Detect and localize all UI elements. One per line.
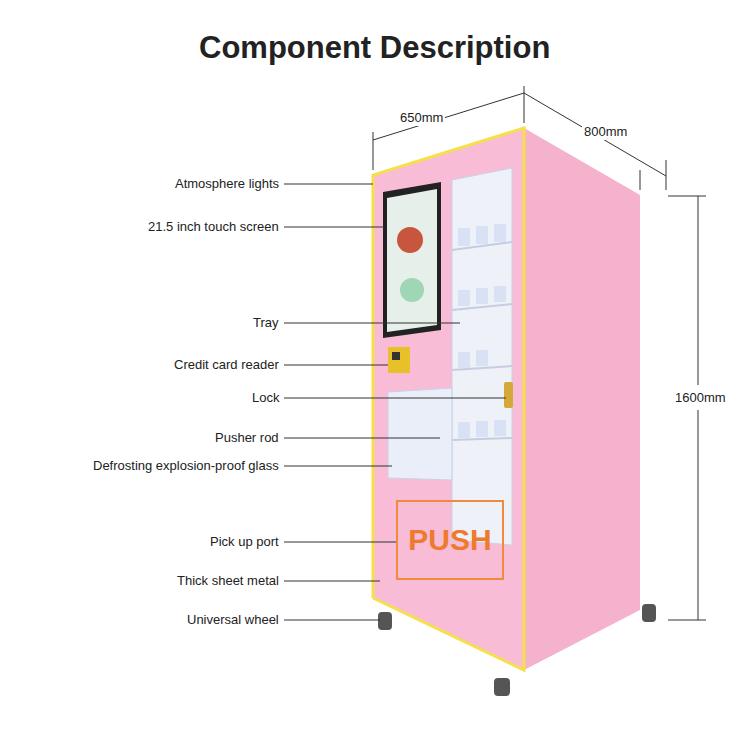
- push-text: PUSH: [408, 523, 491, 557]
- dimension-label: 1600mm: [673, 390, 728, 406]
- dimension-label: 650mm: [398, 110, 445, 126]
- lock: [504, 382, 513, 408]
- credit-card-reader: [388, 347, 410, 373]
- universal-wheels: [378, 604, 656, 696]
- diagram-title: Component Description: [199, 30, 550, 66]
- side-panel: [524, 128, 640, 670]
- dimension-lines: [373, 86, 706, 620]
- screen-figure: [400, 278, 424, 302]
- card-slot: [392, 352, 400, 360]
- trays: [452, 242, 512, 440]
- glass-window: [452, 168, 512, 545]
- part-label: Pusher rod: [215, 430, 279, 446]
- push-panel: PUSH: [396, 500, 504, 580]
- products: [458, 224, 506, 438]
- part-label: Defrosting explosion-proof glass: [93, 458, 279, 474]
- part-label: Thick sheet metal: [177, 573, 279, 589]
- part-label: 21.5 inch touch screen: [148, 219, 279, 235]
- part-label: Credit card reader: [174, 357, 279, 373]
- leader-lines: [284, 184, 506, 620]
- part-label: Tray: [253, 315, 279, 331]
- part-label: Atmosphere lights: [175, 176, 279, 192]
- dimension-label: 800mm: [582, 124, 629, 140]
- atmosphere-lights: [373, 128, 524, 670]
- part-label: Pick up port: [210, 534, 279, 550]
- part-label: Universal wheel: [187, 612, 279, 628]
- touch-screen: [383, 182, 441, 338]
- part-label: Lock: [252, 390, 279, 406]
- screen-figure: [397, 227, 423, 253]
- front-panel: [373, 128, 524, 670]
- lower-glass: [388, 388, 452, 480]
- screen-content: [387, 189, 437, 332]
